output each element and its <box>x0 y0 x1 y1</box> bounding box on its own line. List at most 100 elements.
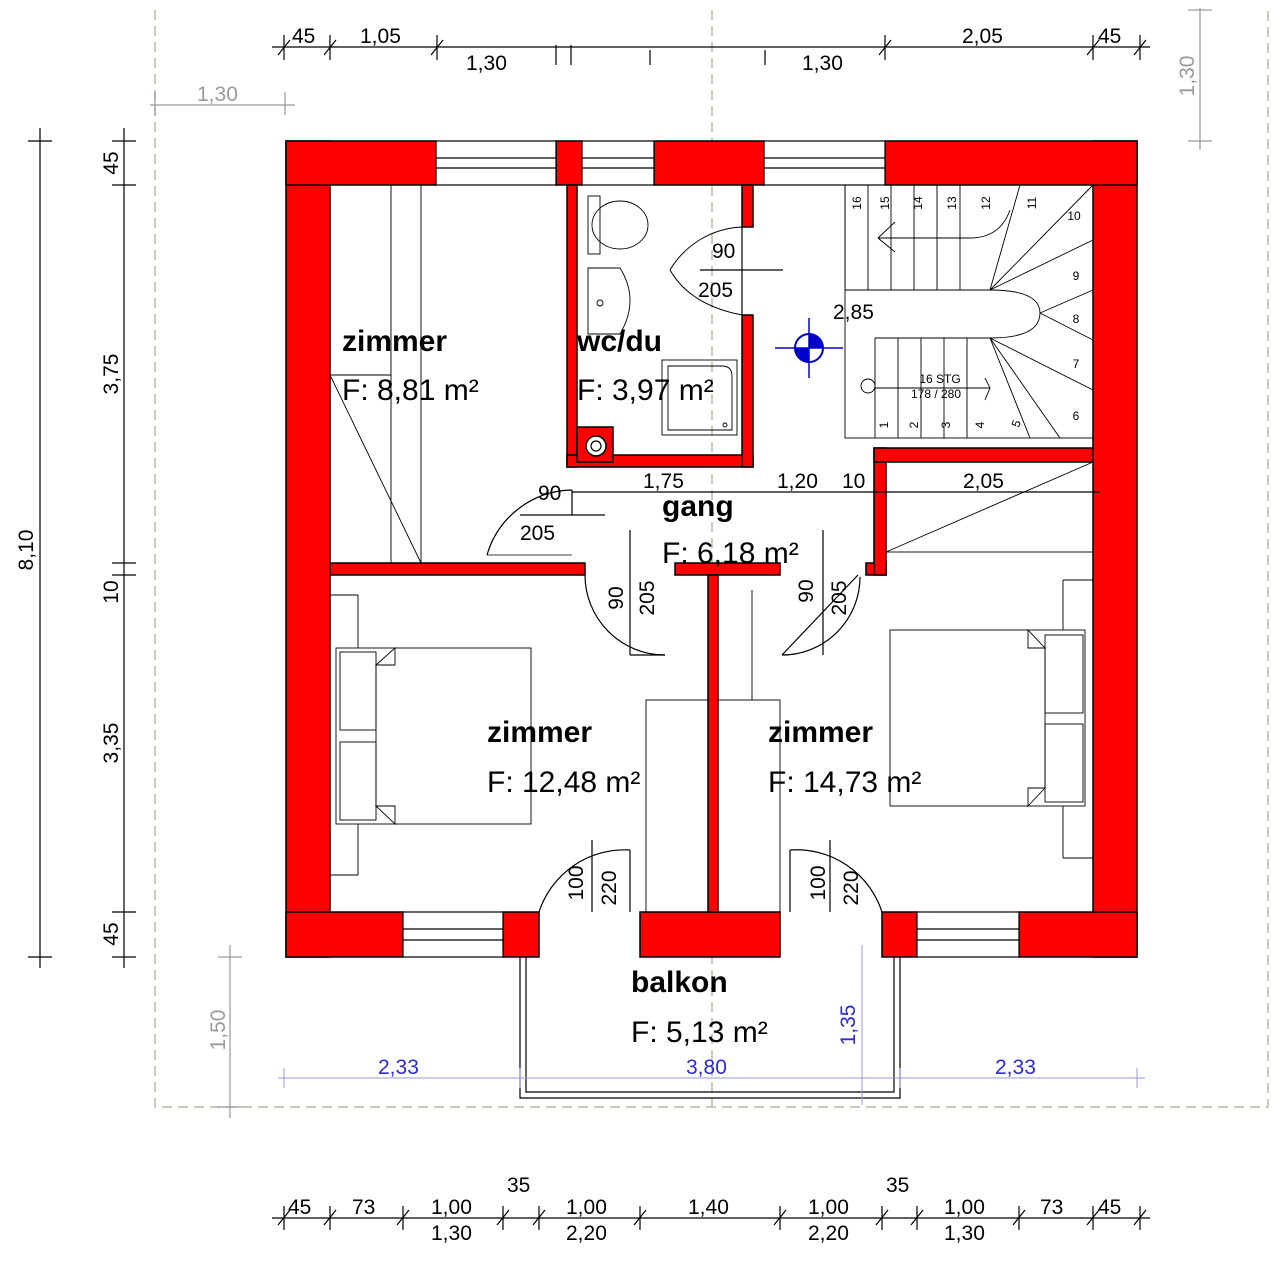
svg-text:220: 220 <box>598 870 621 905</box>
windows <box>402 140 1020 958</box>
svg-text:6: 6 <box>1073 409 1080 423</box>
svg-text:90: 90 <box>605 586 628 609</box>
svg-text:1: 1 <box>877 421 891 428</box>
chimney <box>585 435 607 457</box>
svg-text:1,00: 1,00 <box>808 1196 849 1219</box>
svg-text:1,40: 1,40 <box>688 1196 729 1219</box>
svg-text:1,30: 1,30 <box>197 83 238 106</box>
room-area-wcdu: F: 3,97 m² <box>577 374 714 407</box>
svg-text:90: 90 <box>795 579 818 602</box>
room-labels: zimmer F: 8,81 m² wc/du F: 3,97 m² gang … <box>342 325 921 1049</box>
svg-text:1,75: 1,75 <box>643 470 684 493</box>
svg-text:1,20: 1,20 <box>777 470 818 493</box>
svg-text:100: 100 <box>565 865 588 900</box>
svg-text:10: 10 <box>1067 209 1081 223</box>
svg-text:45: 45 <box>1098 1196 1121 1219</box>
svg-text:45: 45 <box>288 1196 311 1219</box>
svg-text:2,85: 2,85 <box>833 301 874 324</box>
svg-text:1,05: 1,05 <box>360 25 401 48</box>
staircase <box>844 184 1094 439</box>
svg-text:205: 205 <box>698 279 733 302</box>
svg-text:35: 35 <box>886 1174 909 1197</box>
room-name-zimmer-sw: zimmer <box>487 716 592 749</box>
svg-text:205: 205 <box>828 580 851 615</box>
svg-text:2,05: 2,05 <box>963 470 1004 493</box>
svg-text:10: 10 <box>100 580 123 603</box>
svg-text:1,00: 1,00 <box>944 1196 985 1219</box>
svg-text:45: 45 <box>100 922 123 945</box>
svg-text:11: 11 <box>1025 196 1039 209</box>
svg-text:2,33: 2,33 <box>995 1056 1036 1079</box>
top-dimensions: 45 1,05 2,05 45 1,30 1,30 1,30 1,30 <box>150 8 1212 150</box>
room-area-balkon: F: 5,13 m² <box>631 1016 768 1049</box>
room-name-gang: gang <box>662 490 734 523</box>
svg-text:15: 15 <box>878 196 892 210</box>
room-name-wcdu: wc/du <box>576 325 662 358</box>
svg-text:3,75: 3,75 <box>100 354 123 395</box>
room-area-zimmer-se: F: 14,73 m² <box>768 766 921 799</box>
svg-text:45: 45 <box>1098 25 1121 48</box>
svg-text:178 / 280: 178 / 280 <box>911 387 961 401</box>
wc-door-swing <box>669 226 783 316</box>
svg-text:8: 8 <box>1073 312 1080 326</box>
svg-text:2: 2 <box>907 421 921 428</box>
svg-text:3,35: 3,35 <box>100 723 123 764</box>
svg-text:3: 3 <box>939 421 953 428</box>
svg-text:45: 45 <box>100 151 123 174</box>
svg-text:1,00: 1,00 <box>431 1196 472 1219</box>
svg-text:2,20: 2,20 <box>808 1222 849 1245</box>
svg-text:205: 205 <box>636 580 659 615</box>
svg-text:73: 73 <box>352 1196 375 1219</box>
wardrobes-center <box>645 590 781 913</box>
room-area-gang: F: 6,18 m² <box>662 537 799 570</box>
room-name-zimmer-nw: zimmer <box>342 325 447 358</box>
svg-text:1,30: 1,30 <box>802 52 843 75</box>
svg-text:14: 14 <box>911 196 925 210</box>
svg-text:12: 12 <box>979 196 993 210</box>
left-dimensions: 8,10 45 3,75 10 3,35 45 1,50 <box>15 128 242 1118</box>
svg-text:90: 90 <box>538 482 561 505</box>
svg-text:45: 45 <box>292 25 315 48</box>
svg-text:8,10: 8,10 <box>15 530 38 571</box>
svg-text:13: 13 <box>945 196 959 210</box>
svg-text:1,30: 1,30 <box>1176 56 1199 97</box>
svg-text:16: 16 <box>850 196 864 210</box>
svg-text:16 STG: 16 STG <box>919 372 960 386</box>
level-marker <box>775 318 843 378</box>
gang-wardrobe <box>885 461 1094 553</box>
svg-text:7: 7 <box>1073 357 1080 371</box>
bed-se <box>889 579 1093 859</box>
svg-text:1,30: 1,30 <box>944 1222 985 1245</box>
svg-text:5: 5 <box>1009 418 1025 429</box>
svg-text:3,80: 3,80 <box>686 1056 727 1079</box>
svg-text:9: 9 <box>1073 269 1080 283</box>
interior-dimensions: 90 205 2,85 90 205 1,75 1,20 10 2,05 90 … <box>520 240 1100 906</box>
balkon <box>519 957 901 1099</box>
room-name-balkon: balkon <box>631 966 728 999</box>
svg-text:1,00: 1,00 <box>566 1196 607 1219</box>
door-swings <box>486 489 883 913</box>
stair-step-numbers: 16 15 14 13 12 11 10 9 8 7 6 5 4 3 2 1 1… <box>850 196 1081 429</box>
svg-text:1,30: 1,30 <box>466 52 507 75</box>
svg-text:10: 10 <box>842 470 865 493</box>
room-area-zimmer-sw: F: 12,48 m² <box>487 766 640 799</box>
svg-text:1,30: 1,30 <box>431 1222 472 1245</box>
svg-text:100: 100 <box>807 865 830 900</box>
svg-text:73: 73 <box>1040 1196 1063 1219</box>
wardrobe-nw <box>329 185 422 564</box>
svg-text:205: 205 <box>520 522 555 545</box>
svg-text:4: 4 <box>973 421 987 428</box>
svg-text:2,33: 2,33 <box>378 1056 419 1079</box>
room-name-zimmer-se: zimmer <box>768 716 873 749</box>
svg-text:2,20: 2,20 <box>566 1222 607 1245</box>
svg-text:1,50: 1,50 <box>207 1010 230 1051</box>
room-area-zimmer-nw: F: 8,81 m² <box>342 374 479 407</box>
svg-text:35: 35 <box>507 1174 530 1197</box>
svg-text:90: 90 <box>712 240 735 263</box>
svg-text:220: 220 <box>840 870 863 905</box>
bottom-dimensions: 45 73 1,00 1,00 1,40 1,00 1,00 73 45 1,3… <box>272 1174 1150 1245</box>
svg-text:2,05: 2,05 <box>962 25 1003 48</box>
bed-sw <box>330 594 532 876</box>
svg-text:1,35: 1,35 <box>837 1005 860 1046</box>
